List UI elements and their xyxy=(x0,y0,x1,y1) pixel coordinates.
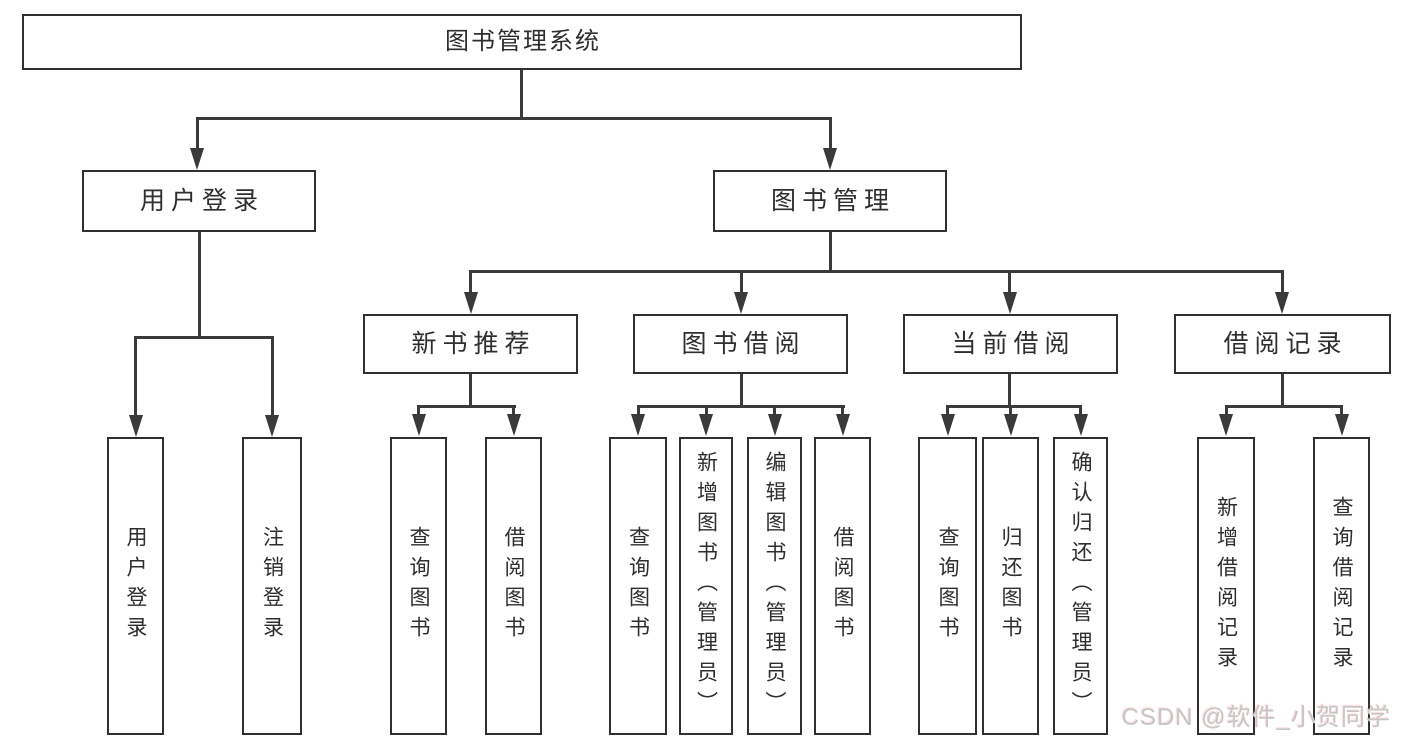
arrow-down-icon xyxy=(1275,292,1289,314)
leaf-label: 注销登录 xyxy=(260,526,284,646)
connector-bookmgmt-hbar xyxy=(469,270,1283,273)
connector-drop-leaf xyxy=(1079,405,1082,416)
connector-drop-leaf xyxy=(270,336,274,416)
connector-drop-leaf xyxy=(1340,405,1343,416)
leaf-label: 用户登录 xyxy=(124,526,147,646)
leaf-label: 借阅图书 xyxy=(502,526,525,646)
leaf-return-book: 归还图书 xyxy=(982,437,1039,735)
arrow-down-icon xyxy=(1003,414,1018,436)
node-user-login: 用户登录 xyxy=(82,170,316,232)
connector-drop-user-login xyxy=(195,117,199,150)
connector-drop-module xyxy=(739,270,743,294)
node-current-borrowing: 当前借阅 xyxy=(903,314,1118,374)
connector-drop-leaf xyxy=(1009,405,1012,416)
arrow-down-icon xyxy=(1219,414,1233,436)
node-label: 用户登录 xyxy=(139,186,264,215)
arrow-down-icon xyxy=(631,414,645,436)
connector-root-stem xyxy=(520,70,523,118)
connector-drop-leaf xyxy=(946,405,949,416)
connector-drop-leaf xyxy=(636,405,640,416)
leaf-edit-book-admin: 编辑图书（管理员） xyxy=(747,437,802,735)
leaf-query-book-current: 查询图书 xyxy=(918,437,977,735)
connector-recommend-stem xyxy=(469,374,472,407)
leaf-label: 查询借阅记录 xyxy=(1330,496,1353,676)
connector-userlogin-hbar xyxy=(134,336,274,339)
leaf-add-book-admin: 新增图书（管理员） xyxy=(679,437,733,735)
csdn-watermark: CSDN @软件_小贺同学 xyxy=(1121,704,1391,731)
connector-drop-leaf xyxy=(1224,405,1228,416)
leaf-label: 确认归还（管理员） xyxy=(1069,451,1092,721)
arrow-down-icon xyxy=(265,415,279,437)
node-library-management-system: 图书管理系统 xyxy=(22,14,1022,70)
arrow-down-icon xyxy=(1073,414,1088,436)
connector-borrowing-stem xyxy=(739,374,743,407)
arrow-down-icon xyxy=(411,414,426,436)
leaf-label: 查询图书 xyxy=(626,526,650,646)
connector-records-stem xyxy=(1280,374,1284,407)
leaf-query-book-borrow: 查询图书 xyxy=(609,437,667,735)
arrow-down-icon xyxy=(823,148,837,170)
connector-drop-leaf xyxy=(512,405,515,416)
leaf-add-borrow-record: 新增借阅记录 xyxy=(1197,437,1255,735)
leaf-user-login: 用户登录 xyxy=(107,437,164,735)
arrow-down-icon xyxy=(128,415,143,437)
node-book-management: 图书管理 xyxy=(713,170,947,232)
leaf-label: 查询图书 xyxy=(407,526,430,646)
connector-bookmgmt-stem xyxy=(828,232,832,272)
node-label: 借阅记录 xyxy=(1223,329,1348,358)
connector-drop-leaf xyxy=(417,405,420,416)
leaf-borrow-book-recommend: 借阅图书 xyxy=(485,437,542,735)
node-label: 新书推荐 xyxy=(411,329,536,358)
connector-borrowing-hbar xyxy=(636,405,845,408)
node-new-book-recommendation: 新书推荐 xyxy=(363,314,578,374)
connector-drop-leaf xyxy=(704,405,708,416)
node-label: 图书管理系统 xyxy=(445,28,601,55)
arrow-down-icon xyxy=(1334,414,1349,436)
connector-drop-leaf xyxy=(134,336,137,416)
arrow-down-icon xyxy=(767,414,782,436)
leaf-query-borrow-record: 查询借阅记录 xyxy=(1313,437,1370,735)
connector-drop-book-management xyxy=(828,117,832,150)
arrow-down-icon xyxy=(1002,292,1017,314)
arrow-down-icon xyxy=(699,414,713,436)
leaf-logout-login: 注销登录 xyxy=(242,437,302,735)
connector-userlogin-stem xyxy=(197,232,201,337)
arrow-down-icon xyxy=(506,414,521,436)
leaf-label: 查询图书 xyxy=(936,526,959,646)
connector-drop-module xyxy=(469,270,472,294)
leaf-label: 借阅图书 xyxy=(831,526,854,646)
node-label: 图书管理 xyxy=(770,186,895,215)
leaf-query-book-recommend: 查询图书 xyxy=(390,437,447,735)
arrow-down-icon xyxy=(190,148,204,170)
connector-drop-module xyxy=(1280,270,1284,294)
connector-drop-module xyxy=(1008,270,1011,294)
arrow-down-icon xyxy=(940,414,955,436)
connector-records-hbar xyxy=(1224,405,1343,408)
node-book-borrowing: 图书借阅 xyxy=(633,314,848,374)
leaf-label: 归还图书 xyxy=(999,526,1022,646)
leaf-label: 编辑图书（管理员） xyxy=(763,451,786,721)
node-borrowing-records: 借阅记录 xyxy=(1174,314,1391,374)
connector-drop-leaf xyxy=(841,405,844,416)
leaf-label: 新增借阅记录 xyxy=(1214,496,1238,676)
connector-root-hbar xyxy=(196,117,832,120)
arrow-down-icon xyxy=(835,414,850,436)
leaf-confirm-return-admin: 确认归还（管理员） xyxy=(1053,437,1108,735)
connector-drop-leaf xyxy=(773,405,776,416)
node-label: 图书借阅 xyxy=(681,329,806,358)
leaf-borrow-book: 借阅图书 xyxy=(814,437,871,735)
connector-current-hbar xyxy=(946,405,1082,408)
arrow-down-icon xyxy=(734,292,748,314)
arrow-down-icon xyxy=(463,292,478,314)
leaf-label: 新增图书（管理员） xyxy=(694,451,718,721)
node-label: 当前借阅 xyxy=(951,329,1076,358)
connector-current-stem xyxy=(1008,374,1011,407)
connector-recommend-hbar xyxy=(417,405,516,408)
